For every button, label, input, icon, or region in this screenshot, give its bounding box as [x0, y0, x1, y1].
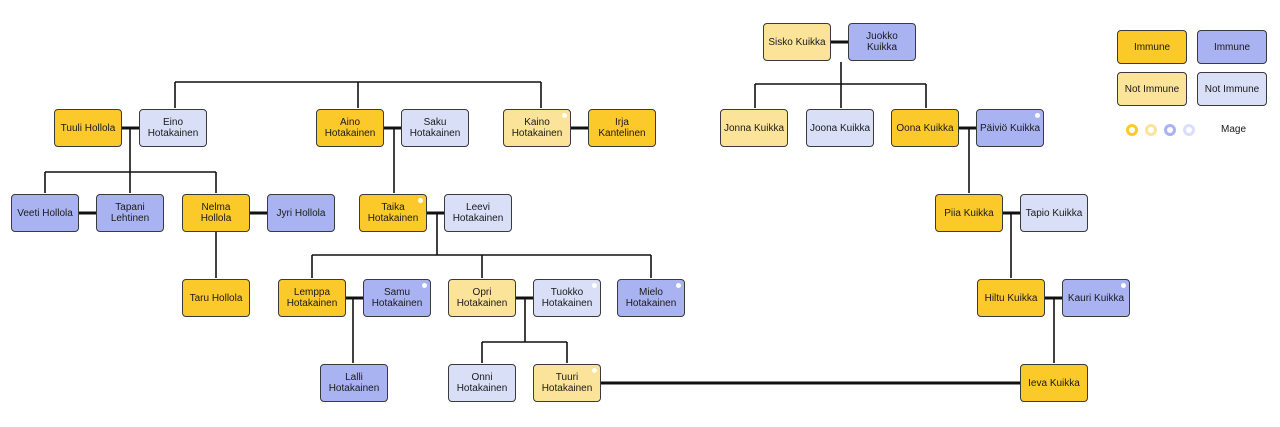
person-piia-kuikka[interactable]: Piia Kuikka: [935, 194, 1003, 232]
person-name: Hiltu Kuikka: [984, 292, 1038, 304]
person-paivio-kuikka[interactable]: Päiviö Kuikka: [976, 109, 1044, 147]
mage-indicator: [592, 283, 597, 288]
person-kauri-kuikka[interactable]: Kauri Kuikka: [1062, 279, 1130, 317]
mage-indicator: [592, 368, 597, 373]
person-name: Opri Hotakainen: [456, 287, 508, 309]
person-name: Onni Hotakainen: [456, 372, 508, 394]
person-tapani-lehtinen[interactable]: Tapani Lehtinen: [96, 194, 164, 232]
person-hiltu-kuikka[interactable]: Hiltu Kuikka: [977, 279, 1045, 317]
mage-ring-female-immune: [1126, 124, 1138, 136]
person-name: Tuuri Hotakainen: [541, 372, 593, 394]
person-name: Jonna Kuikka: [723, 122, 785, 134]
person-nelma-hollola[interactable]: Nelma Hollola: [182, 194, 250, 232]
mage-ring-male-not-immune: [1183, 124, 1195, 136]
person-kaino-hotakainen[interactable]: Kaino Hotakainen: [503, 109, 571, 147]
mage-ring-female-not-immune: [1145, 124, 1157, 136]
person-name: Kaino Hotakainen: [511, 117, 563, 139]
person-jonna-kuikka[interactable]: Jonna Kuikka: [720, 109, 788, 147]
person-name: Taru Hollola: [189, 292, 243, 304]
person-name: Lalli Hotakainen: [328, 372, 380, 394]
person-tapio-kuikka[interactable]: Tapio Kuikka: [1020, 194, 1088, 232]
person-name: Juokko Kuikka: [866, 31, 898, 53]
mage-indicator: [676, 283, 681, 288]
person-name: Leevi Hotakainen: [452, 202, 504, 224]
person-oona-kuikka[interactable]: Oona Kuikka: [891, 109, 959, 147]
person-name: Tuuli Hollola: [60, 122, 116, 134]
person-name: Oona Kuikka: [896, 122, 954, 134]
person-name: Eino Hotakainen: [147, 117, 199, 139]
person-opri-hotakainen[interactable]: Opri Hotakainen: [448, 279, 516, 317]
person-name: Jyri Hollola: [276, 207, 326, 219]
legend-female-not-immune: Not Immune: [1117, 72, 1187, 106]
person-joona-kuikka[interactable]: Joona Kuikka: [806, 109, 874, 147]
legend-female-immune: Immune: [1117, 30, 1187, 64]
person-name: Samu Hotakainen: [371, 287, 423, 309]
person-mielo-hotakainen[interactable]: Mielo Hotakainen: [617, 279, 685, 317]
mage-indicator: [418, 198, 423, 203]
person-name: Mielo Hotakainen: [625, 287, 677, 309]
person-name: Irja Kantelinen: [598, 117, 646, 139]
person-jyri-hollola[interactable]: Jyri Hollola: [267, 194, 335, 232]
person-name: Tapio Kuikka: [1025, 207, 1083, 219]
person-tuokko-hotakainen[interactable]: Tuokko Hotakainen: [533, 279, 601, 317]
person-samu-hotakainen[interactable]: Samu Hotakainen: [363, 279, 431, 317]
person-tuuri-hotakainen[interactable]: Tuuri Hotakainen: [533, 364, 601, 402]
person-irja-kantelinen[interactable]: Irja Kantelinen: [588, 109, 656, 147]
person-name: Joona Kuikka: [809, 122, 871, 134]
person-name: Tuokko Hotakainen: [541, 287, 593, 309]
person-name: Nelma Hollola: [200, 202, 232, 224]
person-veeti-hollola[interactable]: Veeti Hollola: [11, 194, 79, 232]
person-leevi-hotakainen[interactable]: Leevi Hotakainen: [444, 194, 512, 232]
person-name: Aino Hotakainen: [324, 117, 376, 139]
person-tuuli-hollola[interactable]: Tuuli Hollola: [54, 109, 122, 147]
person-name: Kauri Kuikka: [1067, 292, 1125, 304]
person-juokko-kuikka[interactable]: Juokko Kuikka: [848, 23, 916, 61]
person-name: Piia Kuikka: [944, 207, 994, 219]
legend-mage-label: Mage: [1221, 124, 1247, 135]
person-name: Päiviö Kuikka: [979, 122, 1041, 134]
person-name: Sisko Kuikka: [768, 36, 826, 48]
person-name: Taika Hotakainen: [367, 202, 419, 224]
legend-male-immune: Immune: [1197, 30, 1267, 64]
person-aino-hotakainen[interactable]: Aino Hotakainen: [316, 109, 384, 147]
person-taika-hotakainen[interactable]: Taika Hotakainen: [359, 194, 427, 232]
person-name: Tapani Lehtinen: [110, 202, 150, 224]
mage-indicator: [422, 283, 427, 288]
person-ieva-kuikka[interactable]: Ieva Kuikka: [1020, 364, 1088, 402]
person-lemppa-hotakainen[interactable]: Lemppa Hotakainen: [278, 279, 346, 317]
person-name: Ieva Kuikka: [1028, 377, 1080, 389]
person-onni-hotakainen[interactable]: Onni Hotakainen: [448, 364, 516, 402]
person-name: Saku Hotakainen: [409, 117, 461, 139]
person-name: Lemppa Hotakainen: [286, 287, 338, 309]
mage-indicator: [1035, 113, 1040, 118]
person-sisko-kuikka[interactable]: Sisko Kuikka: [763, 23, 831, 61]
person-eino-hotakainen[interactable]: Eino Hotakainen: [139, 109, 207, 147]
mage-indicator: [562, 113, 567, 118]
person-lalli-hotakainen[interactable]: Lalli Hotakainen: [320, 364, 388, 402]
legend-male-not-immune: Not Immune: [1197, 72, 1267, 106]
person-name: Veeti Hollola: [17, 207, 73, 219]
mage-ring-male-immune: [1164, 124, 1176, 136]
person-taru-hollola[interactable]: Taru Hollola: [182, 279, 250, 317]
person-saku-hotakainen[interactable]: Saku Hotakainen: [401, 109, 469, 147]
mage-indicator: [1121, 283, 1126, 288]
